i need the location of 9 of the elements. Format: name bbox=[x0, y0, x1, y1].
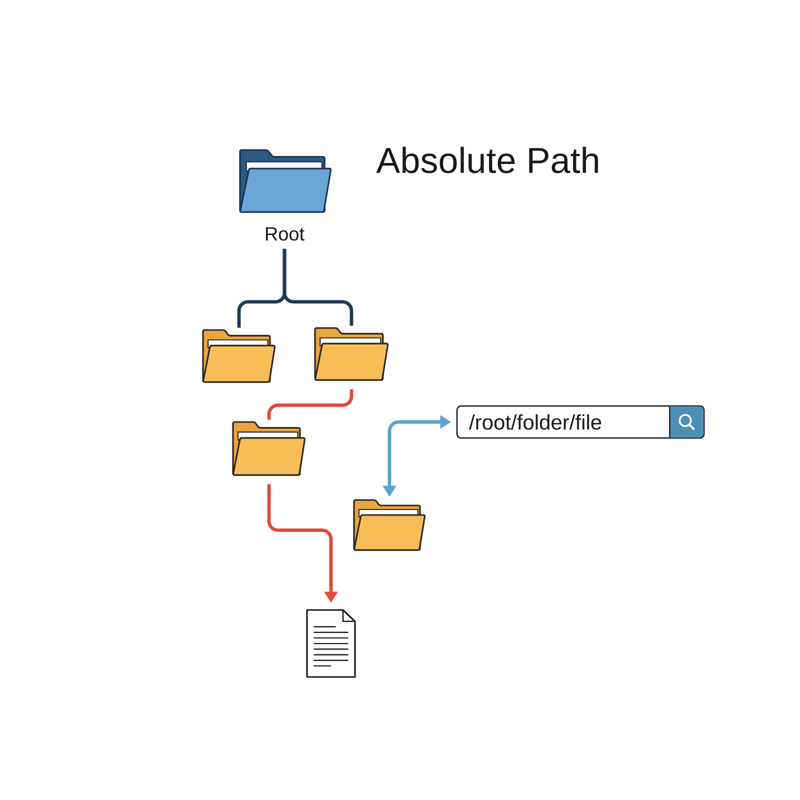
connector-line bbox=[282, 248, 354, 326]
folder-icon bbox=[353, 499, 426, 551]
folder-icon bbox=[202, 329, 276, 383]
folder-icon bbox=[232, 421, 306, 476]
title: Absolute Path bbox=[376, 146, 598, 174]
document-icon bbox=[306, 609, 356, 678]
folder-icon bbox=[314, 327, 389, 381]
folder-label: Root bbox=[266, 227, 304, 241]
connector-line bbox=[267, 389, 354, 420]
